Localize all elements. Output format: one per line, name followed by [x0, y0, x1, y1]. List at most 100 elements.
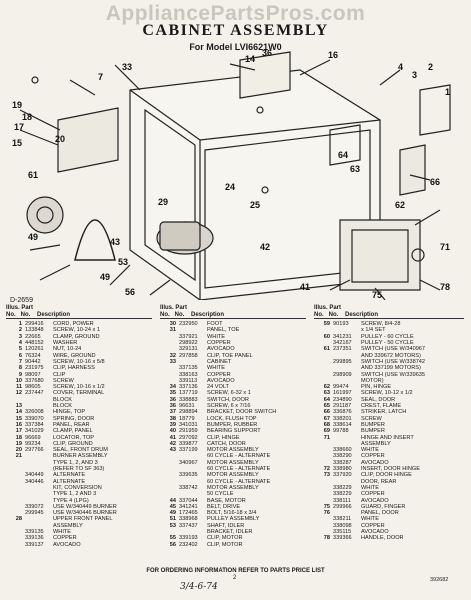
callout-18: 18: [22, 112, 32, 122]
callout-25: 25: [250, 200, 260, 210]
illus-no: 34: [169, 384, 176, 391]
part-no: 338163: [179, 371, 198, 378]
description: MOTOR ASSEMBLY: [207, 484, 259, 491]
parts-row: 60 CYCLE - ALTERNATE: [160, 453, 306, 459]
description: SCREW, 6 x 7/16: [207, 403, 251, 410]
description: USE W/340449 BURNER: [53, 503, 117, 510]
description: INSERT, DOOR HINGE: [361, 466, 420, 473]
callout-14: 14: [245, 54, 255, 64]
illus-no: 60: [323, 333, 330, 340]
description: SWITCH (USE W/339635: [361, 371, 426, 378]
part-no: 299895: [333, 358, 352, 365]
callout-36: 36: [262, 50, 272, 58]
part-no: 340446: [25, 478, 44, 485]
description: AVOCADO: [361, 459, 389, 466]
part-no: 339635: [179, 472, 198, 479]
description: BLOCK: [53, 403, 72, 410]
description: CLIP, DOOR HINGE: [361, 472, 412, 479]
description: PANEL, TOE: [207, 327, 240, 334]
illus-no: 49: [169, 510, 176, 517]
part-no: 341029: [25, 428, 44, 435]
part-no: 297092: [179, 434, 198, 441]
part-no: 120261: [25, 346, 44, 353]
callout-1: 1: [445, 87, 450, 97]
callout-20: 20: [55, 134, 65, 144]
illus-no: 37: [169, 409, 176, 416]
part-no: 337135: [179, 365, 198, 372]
description: BEARING SUPPORT: [207, 428, 261, 435]
column-header: Illus. Part No. No. Description: [160, 305, 306, 320]
part-no: 339070: [25, 415, 44, 422]
description: PANEL, REAR: [53, 421, 90, 428]
ordering-note: FOR ORDERING INFORMATION REFER TO PARTS …: [146, 568, 325, 574]
description: AVOCADO: [53, 541, 81, 548]
page-code: 392682: [430, 577, 449, 583]
illus-no: 3: [18, 333, 22, 340]
part-no: 340967: [179, 459, 198, 466]
part-no: 237447: [25, 390, 44, 397]
watermark: AppliancePartsPros.com: [105, 2, 366, 25]
part-no: 237351: [333, 346, 352, 353]
description: MOTOR): [361, 377, 384, 384]
part-no: 98097: [25, 371, 41, 378]
illus-no: 21: [15, 453, 22, 460]
illus-no: 41: [169, 434, 176, 441]
page-number: 2: [233, 575, 237, 581]
illus-no: 33: [169, 358, 176, 365]
description: COPPER: [361, 453, 385, 460]
illus-no: 4: [18, 340, 22, 347]
part-no: 297766: [25, 447, 44, 454]
illus-no: 56: [169, 541, 176, 548]
description: CLIP, MOTOR: [207, 535, 243, 542]
illus-no: 10: [15, 377, 22, 384]
description: SCREW: [361, 415, 382, 422]
part-no: 338287: [333, 459, 352, 466]
illus-no: 36: [169, 403, 176, 410]
part-no: 99474: [333, 384, 349, 391]
part-no: 338111: [333, 497, 351, 504]
description: BRACKET, IDLER: [207, 528, 253, 535]
illus-no: 69: [323, 428, 330, 435]
callout-3: 3: [412, 70, 417, 80]
part-no: 338201: [333, 415, 352, 422]
part-no: 298894: [179, 409, 198, 416]
illus-no: 32: [169, 352, 176, 359]
illus-no: 78: [323, 535, 330, 542]
description: WHITE: [207, 333, 226, 340]
part-no: 231975: [25, 365, 44, 372]
illus-no: 16: [15, 421, 22, 428]
illus-no: 53: [169, 522, 176, 529]
description: CLIP, TOE PANEL: [207, 352, 253, 359]
illus-no: 7: [18, 358, 22, 365]
description: TYPE 1, 2, AND 3: [53, 459, 98, 466]
description: WASHER: [53, 340, 78, 347]
illus-no: 43: [169, 447, 176, 454]
description: SCREW, 10-16 x 1/2: [53, 384, 105, 391]
callout-78: 78: [440, 282, 450, 292]
illus-no: 42: [169, 440, 176, 447]
